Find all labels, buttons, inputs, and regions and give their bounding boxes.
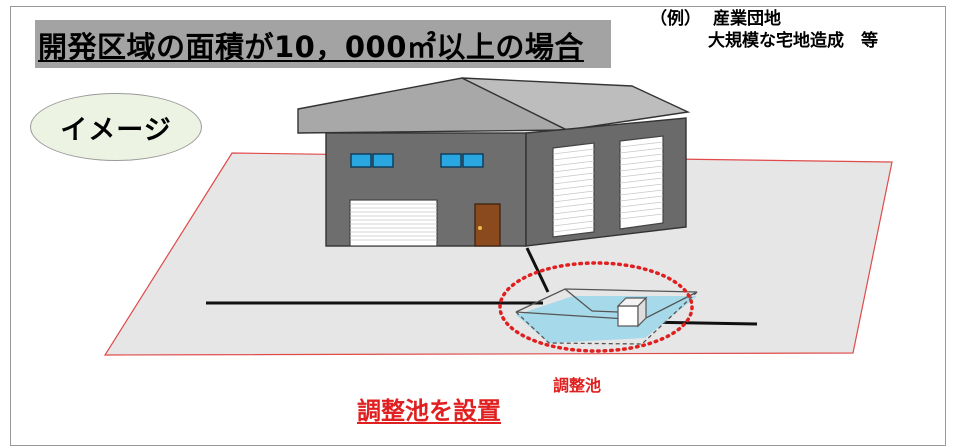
pond-label: 調整池 [553, 376, 602, 395]
pond-diagonal [564, 288, 593, 312]
side-shutter-left [552, 142, 595, 238]
outlet-box-front [617, 305, 639, 327]
example-line-1: 産業団地 [713, 9, 781, 29]
image-badge: イメージ [30, 93, 202, 161]
entrance-door [474, 203, 501, 247]
pond-highlight-ellipse [498, 261, 694, 353]
retention-pond [498, 261, 698, 353]
page-title: 開発区域の面積が10，000㎡以上の場合 [38, 30, 584, 64]
side-shutter-right [619, 135, 664, 230]
example-note: （例） 産業団地 大規模な宅地造成 等 [650, 8, 878, 52]
drain-pipe-building [525, 247, 550, 293]
outlet-box-side [637, 296, 647, 328]
door-knob [478, 226, 482, 230]
roof-right [461, 77, 691, 131]
diagram-caption: 調整池を設置 [357, 397, 501, 425]
factory-building [297, 77, 691, 247]
pond-outline-bottom [515, 291, 698, 345]
image-badge-label: イメージ [60, 114, 172, 146]
example-line-2: 大規模な宅地造成 等 [708, 31, 878, 51]
example-prefix: （例） [650, 9, 701, 29]
site-illustration [103, 77, 893, 356]
title-background [35, 20, 611, 68]
pond-inner-line [591, 310, 619, 313]
front-shutter [349, 199, 438, 247]
window-left [350, 153, 394, 168]
pond-water [516, 296, 697, 343]
window-right [440, 153, 484, 168]
